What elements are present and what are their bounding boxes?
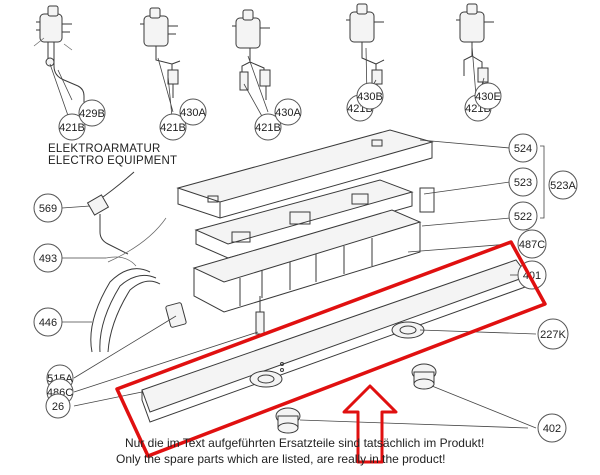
valve-assembly-4 — [346, 3, 385, 96]
bracket-523a — [540, 145, 545, 219]
callout-421b-2: 421B — [159, 113, 187, 141]
callout-523: 523 — [508, 167, 538, 197]
callout-430b: 430B — [356, 82, 384, 110]
callout-446: 446 — [33, 307, 63, 337]
callout-524: 524 — [508, 133, 538, 163]
label-446: 446 — [39, 317, 57, 329]
callout-523a: 523A — [548, 170, 578, 200]
clip-part — [165, 302, 187, 328]
footer-line-2: Only the spare parts which are listed, a… — [116, 452, 446, 466]
callout-26: 26 — [45, 393, 71, 419]
label-429b: 429B — [79, 108, 105, 120]
panel-frame — [192, 209, 422, 313]
label-430a-2: 430A — [275, 107, 301, 119]
callout-493: 493 — [33, 243, 63, 273]
callout-227k: 227K — [537, 318, 569, 350]
label-26: 26 — [52, 401, 64, 413]
callout-430a-2: 430A — [274, 98, 302, 126]
callout-430e: 430E — [474, 82, 502, 110]
callout-421b-1: 421B — [58, 113, 86, 141]
callout-430a-1: 430A — [179, 98, 207, 126]
label-487c: 487C — [519, 239, 545, 251]
heading-line-2: ELECTRO EQUIPMENT — [48, 155, 177, 167]
callout-429b: 429B — [78, 99, 106, 127]
label-430a-1: 430A — [180, 107, 206, 119]
thermocouple-leads — [90, 268, 161, 353]
control-knob-right — [411, 363, 437, 390]
power-cable — [86, 171, 135, 255]
highlight-box — [115, 240, 547, 458]
label-524: 524 — [514, 143, 532, 155]
wire-loom — [105, 217, 167, 267]
label-402: 402 — [543, 423, 561, 435]
label-493: 493 — [39, 253, 57, 265]
label-569: 569 — [39, 203, 57, 215]
label-523a: 523A — [550, 180, 576, 192]
label-421b-1: 421B — [59, 122, 85, 134]
label-523: 523 — [514, 177, 532, 189]
valve-assembly-2 — [140, 7, 181, 98]
label-421b-3: 421B — [255, 122, 281, 134]
highlight-arrow — [342, 384, 398, 464]
callout-569: 569 — [33, 193, 63, 223]
label-421b-2: 421B — [160, 122, 186, 134]
valve-assembly-1 — [33, 5, 85, 106]
panel-top-cover — [176, 129, 434, 219]
front-fascia — [141, 259, 529, 423]
footer-line-1: Nur die im Text aufgeführten Ersatzteile… — [125, 436, 484, 450]
callout-487c: 487C — [517, 229, 547, 259]
heading-line-1: ELEKTROARMATUR — [48, 143, 161, 155]
label-522: 522 — [514, 211, 532, 223]
control-knob-left — [275, 407, 301, 434]
callout-421b-3: 421B — [254, 113, 282, 141]
label-430e: 430E — [475, 91, 501, 103]
callout-522: 522 — [508, 201, 538, 231]
label-430b: 430B — [357, 91, 383, 103]
valve-assembly-3 — [232, 9, 271, 100]
callout-402: 402 — [537, 413, 567, 443]
label-227k: 227K — [540, 329, 566, 341]
